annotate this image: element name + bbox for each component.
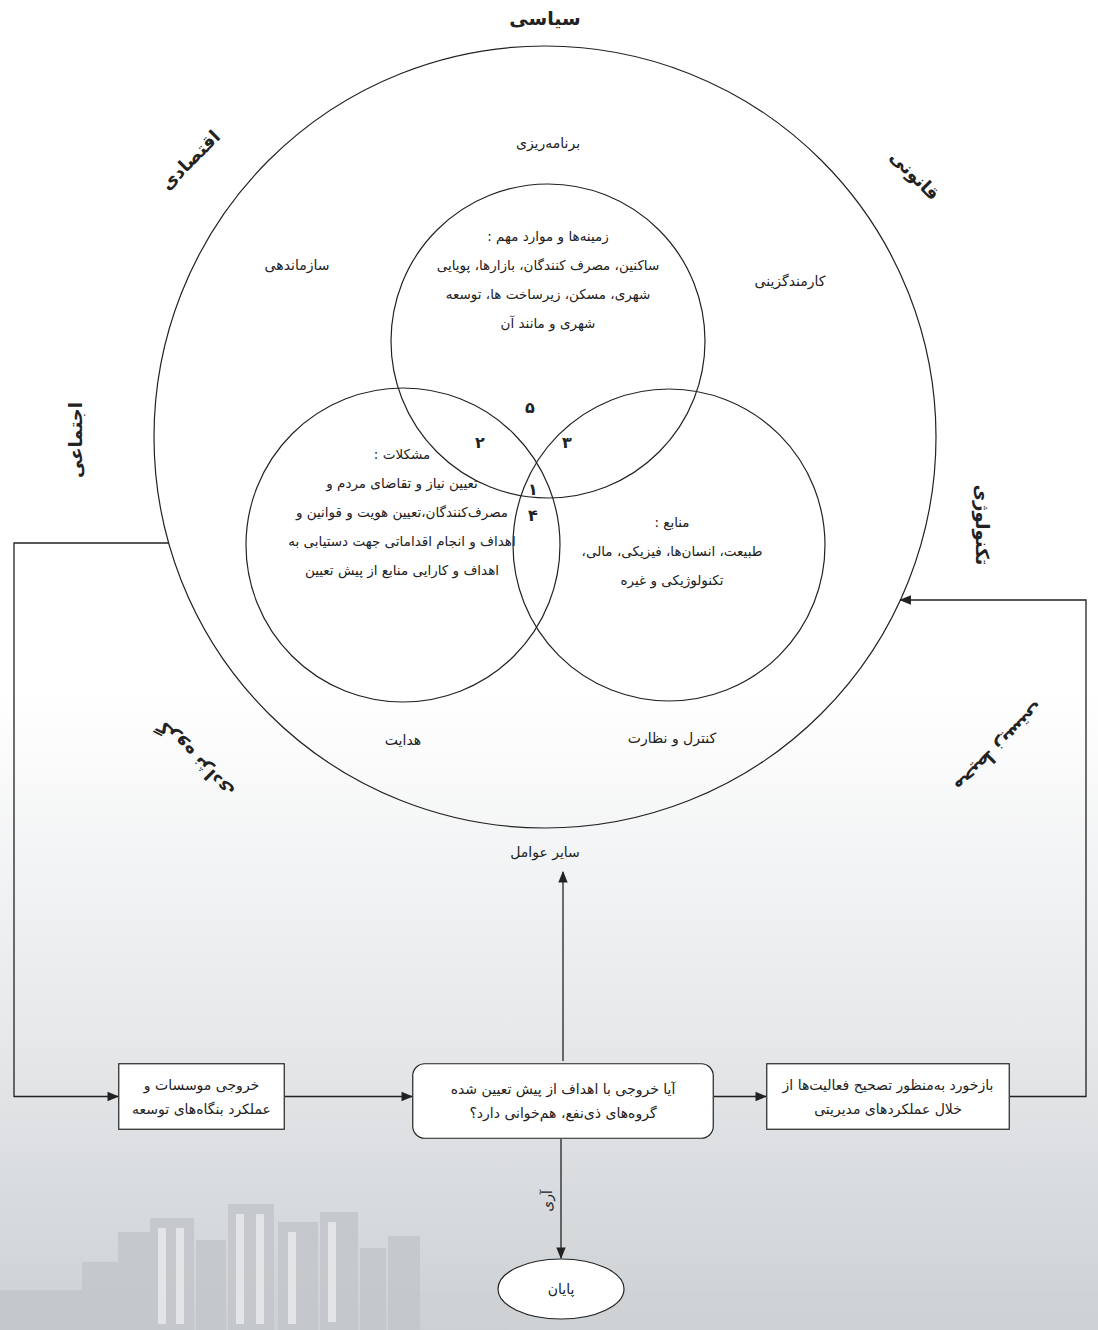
building-windows: [158, 1214, 336, 1324]
building: [360, 1248, 386, 1330]
circle-heading: زمینه‌ها و موارد مهم :: [430, 222, 666, 251]
note-label: سایر عوامل: [510, 844, 580, 860]
box-outline: [413, 1064, 714, 1139]
flow-connector: [900, 600, 1086, 1097]
box-outline: [119, 1064, 285, 1130]
window-strip: [158, 1228, 166, 1324]
factor-label: تکنولوژی: [972, 485, 993, 566]
venn-circle: منابع :طبیعت، انسان‌ها، فیزیکی، مالی، تک…: [512, 388, 826, 702]
factor-label: سیاسی: [509, 7, 580, 29]
circle-body: ساکنین، مصرف کنندگان، بازارها، پویایی شه…: [430, 251, 666, 338]
venn-circle: زمینه‌ها و موارد مهم :ساکنین، مصرف کنندگ…: [390, 183, 706, 499]
window-strip: [236, 1214, 244, 1324]
venn-circle: مشکلات :تعیین نیاز و تقاضای مردم و مصرف‌…: [245, 387, 561, 703]
factor-label: اقتصادی: [156, 126, 224, 194]
circle-outline: [513, 389, 825, 701]
callout-number: ۵: [525, 398, 535, 417]
callout-number: ۴: [528, 506, 538, 525]
box-label: آیا خروجی با اهداف از پیش تعیین شده گروه…: [424, 1077, 702, 1125]
window-strip: [256, 1214, 264, 1324]
callout-number: ۱: [528, 480, 538, 499]
window-strip: [176, 1228, 184, 1324]
text-holder: آیا خروجی با اهداف از پیش تعیین شده گروه…: [412, 1063, 714, 1139]
box-label: خروجی موسسات و عملکرد بنگاه‌های توسعه: [130, 1073, 273, 1121]
building: [196, 1240, 226, 1330]
circle-heading: منابع :: [567, 508, 777, 537]
building: [388, 1236, 420, 1330]
text-holder: پایان: [497, 1258, 625, 1320]
terminal-label: پایان: [548, 1277, 575, 1301]
box-label: بازخورد به‌منظور تصحیح فعالیت‌ها از خلال…: [778, 1073, 998, 1121]
terminal-ellipse: پایان: [497, 1258, 625, 1320]
callout-number: ۳: [562, 433, 572, 452]
text-holder: منابع :طبیعت، انسان‌ها، فیزیکی، مالی، تک…: [567, 508, 777, 595]
environment-circle: برنامه‌ریزی سازماندهی کارمندگزینی هدایت کنتر…: [153, 45, 937, 829]
building: [118, 1232, 152, 1330]
building: [320, 1212, 358, 1330]
text-holder: هدایت: [348, 740, 458, 756]
node-outline: [118, 1063, 285, 1130]
text-holder: خروجی موسسات و عملکرد بنگاه‌های توسعه: [118, 1063, 285, 1130]
process-box: خروجی موسسات و عملکرد بنگاه‌های توسعه: [118, 1063, 285, 1130]
factor-label: اجتماعی: [65, 402, 86, 478]
circle-outline: [391, 184, 705, 498]
building: [228, 1204, 274, 1330]
circle-outline: [246, 388, 560, 702]
building: [278, 1222, 318, 1330]
building: [82, 1262, 122, 1330]
circle-body: طبیعت، انسان‌ها، فیزیکی، مالی، تکنولوژیک…: [567, 537, 777, 595]
flow-connector: [14, 543, 169, 1097]
factor-label: گروه نژادی: [152, 717, 237, 802]
text-holder: بازخورد به‌منظور تصحیح فعالیت‌ها از خلال…: [766, 1063, 1010, 1130]
text-holder: برنامه‌ریزی: [463, 143, 633, 159]
other-factors-arrow: [562, 872, 563, 1061]
factor-label: قانونی: [886, 146, 944, 204]
factor-label: محیط زیستی: [951, 699, 1049, 797]
window-strip: [328, 1222, 336, 1322]
building: [0, 1290, 84, 1330]
function-label: برنامه‌ریزی: [463, 135, 633, 151]
flow-connector: [714, 1096, 766, 1097]
buildings: [0, 1204, 1098, 1330]
edge-label: آری: [539, 1190, 555, 1212]
text-holder: مشکلات :تعیین نیاز و تقاضای مردم و مصرف‌…: [286, 440, 518, 585]
function-label: کنترل و نظارت: [592, 730, 752, 746]
decision-box: آیا خروجی با اهداف از پیش تعیین شده گروه…: [412, 1063, 714, 1139]
node-outline: [766, 1063, 1010, 1130]
process-box: بازخورد به‌منظور تصحیح فعالیت‌ها از خلال…: [766, 1063, 1010, 1130]
function-label: هدایت: [348, 732, 458, 748]
ellipse-outline: [498, 1259, 624, 1319]
box-outline: [767, 1064, 1010, 1130]
function-label: کارمندگزینی: [720, 273, 860, 289]
text-holder: سازماندهی: [232, 265, 362, 281]
flow-connector: [560, 1139, 561, 1258]
text-holder: زمینه‌ها و موارد مهم :ساکنین، مصرف کنندگ…: [430, 222, 666, 338]
flow-connector: [285, 1096, 412, 1097]
node-outline: [412, 1063, 714, 1139]
function-label: سازماندهی: [232, 257, 362, 273]
circle-outline: [154, 46, 936, 828]
window-strip: [288, 1232, 296, 1324]
text-holder: کنترل و نظارت: [592, 738, 752, 754]
circle-body: تعیین نیاز و تقاضای مردم و مصرف‌کنندگان،…: [286, 469, 518, 585]
node-outline: [153, 45, 937, 829]
text-holder: کارمندگزینی: [720, 281, 860, 297]
callout-number: ۲: [475, 433, 485, 452]
building: [150, 1218, 194, 1330]
